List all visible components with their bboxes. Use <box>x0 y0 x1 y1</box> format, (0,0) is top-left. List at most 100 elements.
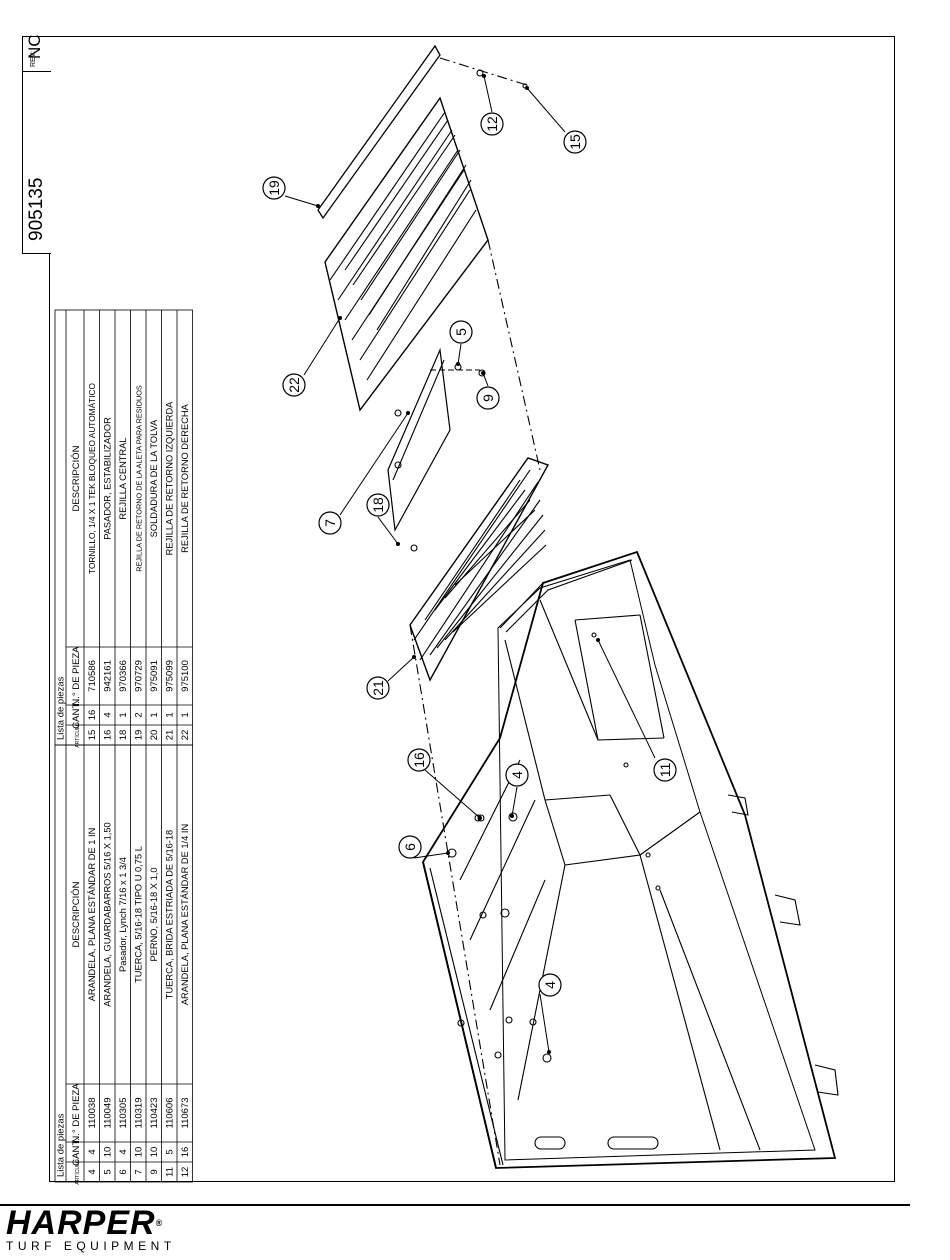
table-cell-desc: REJILLA CENTRAL <box>118 437 128 519</box>
leader-arrowhead <box>316 204 320 208</box>
table-cell-item: 22 <box>180 730 191 741</box>
table-cell-desc: REJILLA DE RETORNO DERECHA <box>180 403 190 552</box>
table-cell-qty: 1 <box>165 712 176 717</box>
table-cell-item: 5 <box>103 1169 114 1174</box>
callout-balloon <box>366 676 390 700</box>
callout-leader <box>597 639 656 759</box>
table-cell-item: 16 <box>103 730 114 741</box>
right-header-qty: CANT. <box>71 701 82 728</box>
leader-arrowhead <box>338 316 342 320</box>
table-cell-desc: REJILLA DE RETORNO IZQUIERDA <box>165 401 175 556</box>
callout-balloon <box>398 835 422 859</box>
drawing-frame <box>49 36 895 1182</box>
callout-leader <box>511 786 518 817</box>
table-cell-desc: REJILLA DE RETORNO DE LA ALETA PARA RESI… <box>135 385 144 572</box>
table-cell-part: 975100 <box>180 660 191 692</box>
table-cell-item: 19 <box>134 730 145 741</box>
table-cell-qty: 1 <box>149 712 160 717</box>
leader-arrowhead <box>547 1050 551 1054</box>
callout-balloon <box>407 748 431 772</box>
table-cell-desc: Pasador, Lynch 7/16 x 1 3/4 <box>118 857 128 972</box>
table-cell-qty: 16 <box>87 710 98 721</box>
table-cell-qty: 10 <box>103 1147 114 1158</box>
table-cell-desc: PASADOR, ESTABILIZADOR <box>103 417 113 540</box>
table-cell-part: 970729 <box>134 660 145 692</box>
callout-number: 16 <box>411 752 427 768</box>
table-cell-desc: TUERCA, 5/16-18 TIPO U 0,75 L <box>134 846 144 983</box>
table-cell-qty: 4 <box>118 1149 129 1154</box>
callout-leader <box>482 372 489 387</box>
right-title: Lista de piezas <box>56 676 67 740</box>
leader-arrowhead <box>596 638 600 642</box>
table-cell-qty: 1 <box>180 712 191 717</box>
right-header-desc: DESCRIPCIÓN <box>71 445 82 511</box>
table-cell-qty: 4 <box>103 712 114 717</box>
leader-arrowhead <box>478 816 482 820</box>
callout-balloon <box>505 763 529 787</box>
table-cell-part: 110423 <box>149 1098 160 1129</box>
callout-number: 19 <box>266 180 282 196</box>
table-cell-part: 110049 <box>103 1098 114 1129</box>
callout-balloon <box>449 320 473 344</box>
callout-number: 9 <box>480 394 496 402</box>
callout-balloon <box>538 973 562 997</box>
table-cell-qty: 5 <box>165 1149 176 1154</box>
table-cell-qty: 1 <box>118 712 129 717</box>
callout-number: 15 <box>567 134 583 150</box>
footer-rule <box>0 1204 910 1206</box>
left-header-item: ARTÍCULO <box>74 1159 81 1184</box>
right-header-part: N.° DE PIEZA <box>71 646 82 706</box>
callout-leader <box>377 516 399 545</box>
table-cell-desc: ARANDELA, PLANA ESTÁNDAR DE 1/4 IN <box>180 824 190 1005</box>
callout-leader <box>303 317 341 376</box>
callout-number: 4 <box>542 981 558 989</box>
callout-balloon <box>480 112 504 136</box>
table-cell-desc: SOLDADURA DE LA TOLVA <box>149 419 159 537</box>
table-cell-part: 970366 <box>118 660 129 692</box>
callout-number: 18 <box>370 497 386 513</box>
logo-brand: HARPER <box>6 1204 156 1242</box>
leader-arrowhead <box>446 851 450 855</box>
callout-leader <box>457 343 462 365</box>
callout-balloon <box>563 130 587 154</box>
callout-balloon <box>318 511 342 535</box>
callout-number: 7 <box>322 519 338 527</box>
table-cell-desc: ARANDELA, GUARDABARROS 5/16 X 1,50 <box>103 822 113 1006</box>
title-block: 905135 REV: NC <box>22 34 51 254</box>
leader-arrowhead <box>482 74 486 78</box>
table-cell-item: 20 <box>149 730 160 741</box>
table-cell-part: 110319 <box>134 1098 145 1129</box>
callout-number: 22 <box>286 377 302 393</box>
leader-arrowhead <box>456 362 460 366</box>
table-cell-qty: 10 <box>149 1147 160 1158</box>
callout-leader <box>424 769 481 819</box>
table-cell-qty: 4 <box>87 1149 98 1154</box>
table-cell-item: 9 <box>149 1169 160 1174</box>
callout-leader <box>539 993 550 1053</box>
callout-leader <box>413 852 449 859</box>
table-cell-part: 975099 <box>165 660 176 692</box>
leader-arrowhead <box>396 542 400 546</box>
callout-leader <box>339 412 409 516</box>
callout-balloon <box>262 176 286 200</box>
table-cell-item: 4 <box>87 1169 98 1174</box>
callout-leader <box>387 656 415 682</box>
callout-number: 5 <box>453 328 469 336</box>
table-cell-qty: 10 <box>134 1147 145 1158</box>
leader-arrowhead <box>525 86 529 90</box>
callout-number: 11 <box>657 763 673 778</box>
left-header-qty: CANT. <box>71 1138 82 1165</box>
table-cell-item: 11 <box>165 1167 176 1177</box>
callout-leader <box>526 87 566 133</box>
table-cell-item: 6 <box>118 1169 129 1174</box>
callout-leader <box>284 195 319 207</box>
table-cell-part: 110038 <box>87 1098 98 1129</box>
table-cell-item: 12 <box>180 1167 191 1178</box>
table-cell-part: 942161 <box>103 660 114 692</box>
harper-logo: HARPER® TURF EQUIPMENT <box>6 1204 176 1253</box>
